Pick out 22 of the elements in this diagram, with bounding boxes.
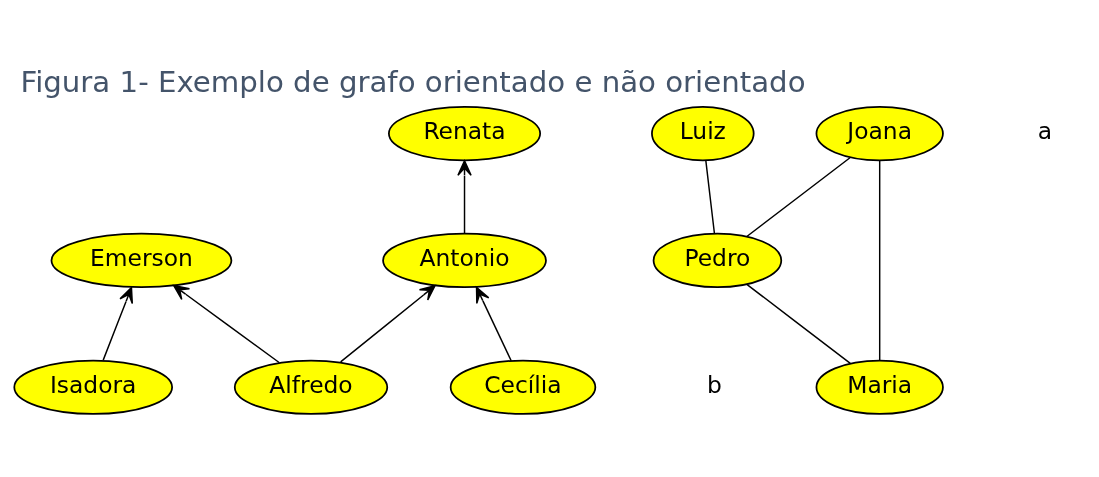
connector [705,159,716,234]
node-ellipse: Alfredo [233,359,389,415]
node-ellipse: Maria [815,359,944,415]
arrow [339,284,436,363]
label: a [1037,117,1053,146]
node-ellipse: Isadora [13,359,173,415]
node-ellipse: Cecília [449,359,597,415]
node-ellipse: Emerson [50,232,233,288]
arrow [173,284,280,364]
node-ellipse: Pedro [652,232,783,288]
node-ellipse: Renata [388,106,542,162]
node-ellipse: Antonio [382,232,547,288]
arrow [457,159,472,234]
connector [746,157,851,238]
connector [878,159,881,362]
diagram-title: Figura 1- Exemplo de grafo orientado e não orientado [20,65,806,100]
connector [746,283,852,365]
label: b [707,370,722,399]
arrow [102,286,133,361]
node-ellipse: Luiz [651,106,755,162]
arrow [475,286,512,362]
node-ellipse: Joana [815,106,944,162]
